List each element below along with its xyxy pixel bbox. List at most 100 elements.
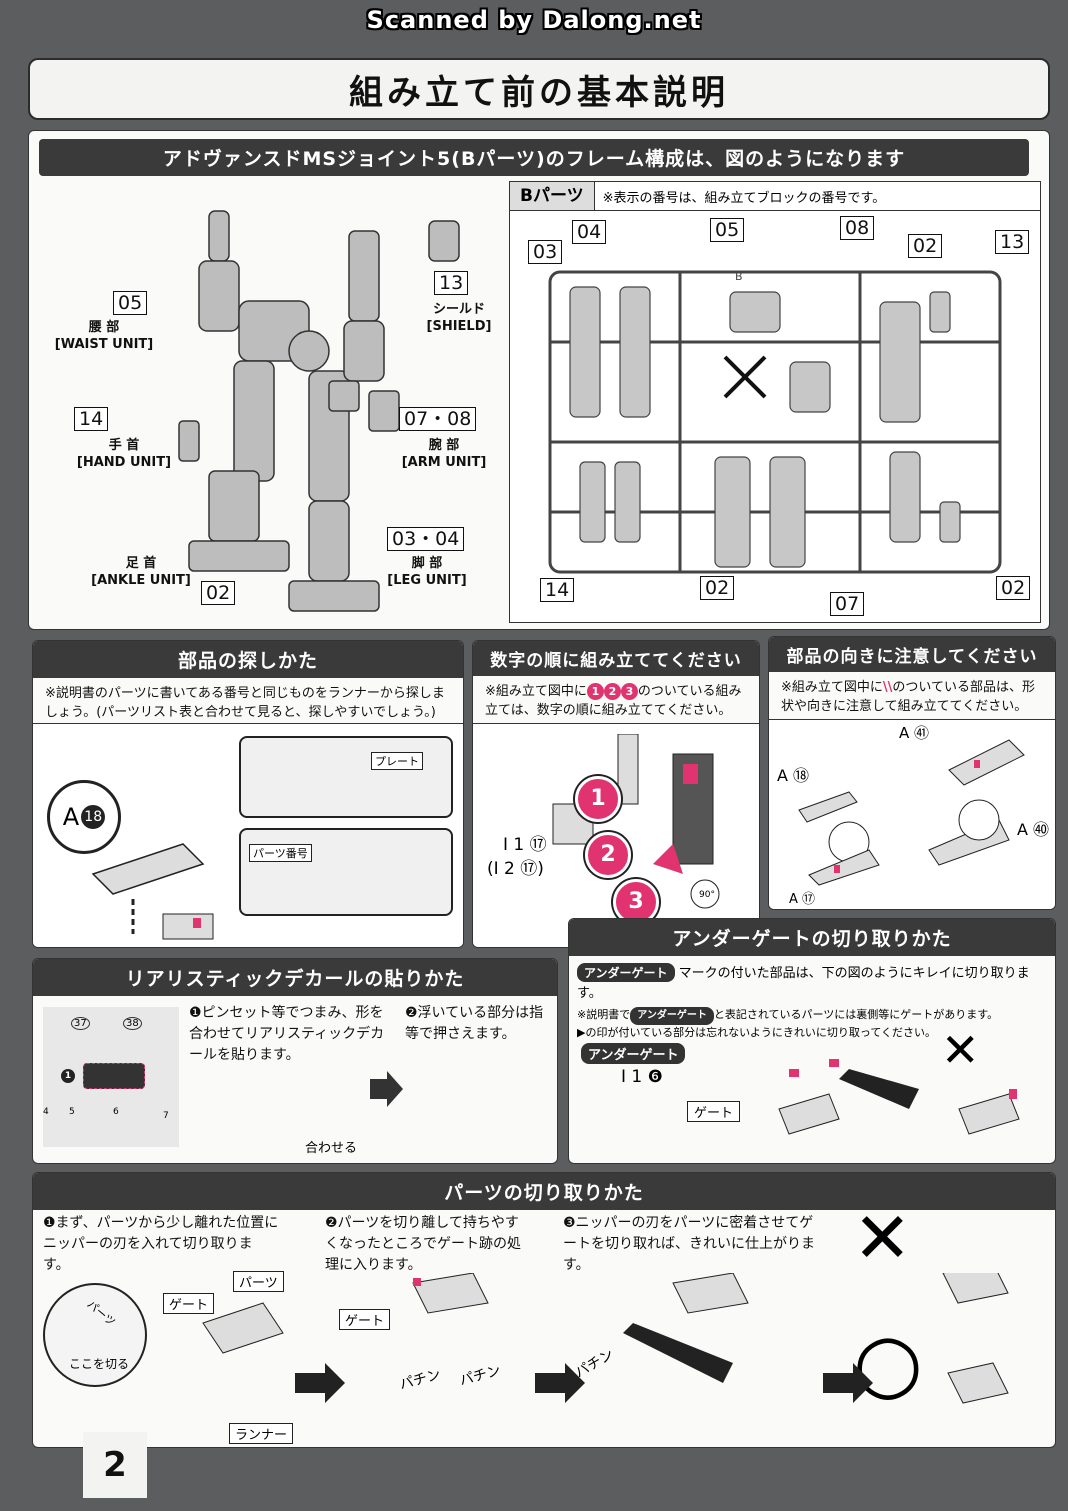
order-heading: 数字の順に組み立ててください (473, 641, 759, 676)
cutting-step-3: ❸ニッパーの刃をパーツに密着させてゲートを切り取れば、きれいに仕上がります。 (563, 1215, 815, 1273)
unit-label-hand: 手 首[HAND UNIT] (59, 437, 189, 471)
runner-label-04: 04 (572, 220, 607, 244)
unit-label-shield: シールド[SHIELD] (404, 301, 514, 335)
part-callout-letter: A (62, 803, 80, 831)
cutting-section: パーツの切り取りかた ❶まず、パーツから少し離れた位置にニッパーの刃を入れて切り… (32, 1172, 1056, 1448)
undergate-heading: アンダーゲートの切り取りかた (569, 919, 1055, 956)
decal-align-label: 合わせる (305, 1141, 358, 1156)
order-step-1: 1 (575, 776, 621, 822)
orient-label-a41: A ㊶ (899, 724, 930, 742)
undergate-tag-2: アンダーゲート (581, 1043, 686, 1064)
find-parts-heading: 部品の探しかた (33, 641, 463, 678)
decal-num-37: 37 (71, 1017, 90, 1030)
cutting-bad-mark: ✕ (853, 1197, 912, 1279)
decal-arrow-icon (370, 1071, 403, 1107)
unit-label-ankle: 足 首 [ANKLE UNIT] (81, 555, 201, 589)
runner-label-02-right: 02 (996, 576, 1031, 600)
decal-section: リアリスティックデカールの貼りかた 37 38 1 4 5 6 7 ❶ピンセット… (32, 958, 558, 1164)
runner-label-13: 13 (995, 230, 1030, 254)
cutting-step-1: ❶まず、パーツから少し離れた位置にニッパーの刃を入れて切り取ります。 (43, 1215, 279, 1273)
orient-label-a17: A ⑰ (789, 892, 816, 907)
undergate-gate-label: ゲート (687, 1101, 741, 1122)
orientation-note: ※組み立て図中に\\のついている部品は、形状や向きに注意して組み立ててください。 (769, 672, 1055, 722)
unit-label-waist: 腰 部[WAIST UNIT] (39, 319, 169, 353)
frame-section: アドヴァンスドMSジョイント5(Bパーツ)のフレーム構成は、図のようになります … (28, 130, 1050, 630)
unit-label-arm: 腕 部[ARM UNIT] (394, 437, 494, 471)
undergate-note1-pre: ※説明書で (577, 1008, 631, 1021)
unit-label-leg-en: [LEG UNIT] (387, 573, 467, 588)
orientation-mark-icon: \\ (882, 680, 893, 695)
part-number-inset: パーツ番号 (239, 828, 453, 916)
unit-label-arm-jp: 腕 部 (428, 438, 460, 453)
cut-here-label: ここを切る (69, 1357, 130, 1371)
decal-sheet: 37 38 1 4 5 6 7 (43, 1007, 179, 1147)
orientation-sketch (798, 739, 1025, 886)
order-step-3: 3 (613, 879, 659, 925)
robot-frame-illustration (178, 210, 460, 612)
decal-step-1: ❶ピンセット等でつまみ、形を合わせてリアリスティックデカールを貼ります。 (189, 1005, 385, 1063)
part-sketch (91, 843, 214, 940)
unit-number-hand: 14 (74, 407, 109, 431)
orientation-heading: 部品の向きに注意してください (769, 637, 1055, 672)
page-number: 2 (83, 1432, 147, 1498)
unit-label-ankle-en: [ANKLE UNIT] (91, 573, 191, 588)
orientation-note-pre: ※組み立て図中に (781, 680, 883, 695)
decal-num-1: 1 (61, 1069, 75, 1083)
order-dot-2: 2 (603, 683, 621, 700)
order-note-pre: ※組み立て図中に (485, 684, 587, 699)
undergate-bad-mark: ✕ (941, 1023, 980, 1077)
unit-number-ankle: 02 (201, 581, 236, 605)
orientation-note-post: のついている部品は、形状や向きに注意して組み立ててください。 (781, 680, 1036, 714)
undergate-note2: ▶の印が付いている部分は忘れないようにきれいに切り取ってください。 (577, 1026, 937, 1039)
cutting-sketch (202, 1273, 1009, 1404)
unit-label-leg: 脚 部 [LEG UNIT] (377, 555, 477, 589)
order-note-post: のついている組み立ては、数字の順に組み立ててください。 (485, 684, 742, 718)
cutting-step-2: ❷パーツを切り離して持ちやすくなったところでゲート跡の処理に入ります。 (325, 1215, 521, 1273)
decal-step-2: ❷浮いている部分は指等で押さえます。 (405, 1005, 544, 1042)
unit-label-ankle-jp: 足 首 (125, 556, 157, 571)
cut-here-circle: パーツ ここを切る (43, 1283, 147, 1387)
find-parts-section: 部品の探しかた ※説明書のパーツに書いてある番号と同じものをランナーから探しまし… (32, 640, 464, 948)
runner-tag: Bパーツ (510, 182, 595, 210)
order-part-a: I 1 ⑰ (503, 835, 547, 855)
undergate-part: I 1 ❻ (621, 1067, 663, 1087)
page-title: 組み立て前の基本説明 (28, 58, 1050, 120)
unit-number-arm: 07・08 (399, 407, 477, 431)
runner-label-08: 08 (840, 216, 875, 240)
decal-item (83, 1063, 145, 1089)
part-number-label: パーツ番号 (249, 844, 312, 862)
scan-credit: Scanned by Dalong.net (366, 6, 702, 34)
runner-label-05: 05 (710, 218, 745, 242)
runner-mark: B (735, 270, 743, 283)
runner-panel: Bパーツ ※表示の番号は、組み立てブロックの番号です。 (509, 181, 1041, 623)
undergate-sketch (778, 1059, 1020, 1135)
label-runner: ランナー (229, 1423, 294, 1444)
orient-label-a18: A ⑱ (777, 766, 810, 785)
runner-illustration: B (548, 270, 1002, 574)
undergate-note1-post: と表記されているパーツには裏側等にゲートがあります。 (713, 1008, 999, 1021)
unit-label-hand-jp: 手 首 (108, 438, 140, 453)
order-part-b: (I 2 ⑰) (487, 859, 544, 879)
frame-heading: アドヴァンスドMSジョイント5(Bパーツ)のフレーム構成は、図のようになります (39, 139, 1029, 176)
runner-note: ※表示の番号は、組み立てブロックの番号です。 (602, 190, 886, 206)
plate-inset: プレート (239, 736, 453, 818)
label-parts: パーツ (233, 1271, 284, 1292)
label-gate: ゲート (163, 1293, 215, 1314)
undergate-inline-tag: アンダーゲート (630, 1007, 714, 1025)
unit-label-shield-en: [SHIELD] (426, 319, 492, 334)
unit-number-waist: 05 (113, 291, 148, 315)
undergate-notes: ※説明書でアンダーゲートと表記されているパーツには裏側等にゲートがあります。 ▶… (569, 1007, 1055, 1041)
undergate-tag: アンダーゲート (577, 963, 675, 982)
decal-num-4: 4 (43, 1107, 49, 1117)
unit-label-leg-jp: 脚 部 (411, 556, 443, 571)
order-illustration: 1 2 3 I 1 ⑰ (I 2 ⑰) 90° (473, 723, 759, 947)
undergate-note1: ※説明書でアンダーゲートと表記されているパーツには裏側等にゲートがあります。 (577, 1007, 1047, 1025)
unit-number-shield: 13 (434, 271, 469, 295)
undergate-section: アンダーゲートの切り取りかた アンダーゲート マークの付いた部品は、下の図のよう… (568, 918, 1056, 1164)
undergate-line1: アンダーゲート マークの付いた部品は、下の図のようにキレイに切り取ります。 (569, 956, 1055, 1007)
unit-label-waist-en: [WAIST UNIT] (54, 337, 154, 352)
decal-num-7: 7 (163, 1111, 169, 1121)
